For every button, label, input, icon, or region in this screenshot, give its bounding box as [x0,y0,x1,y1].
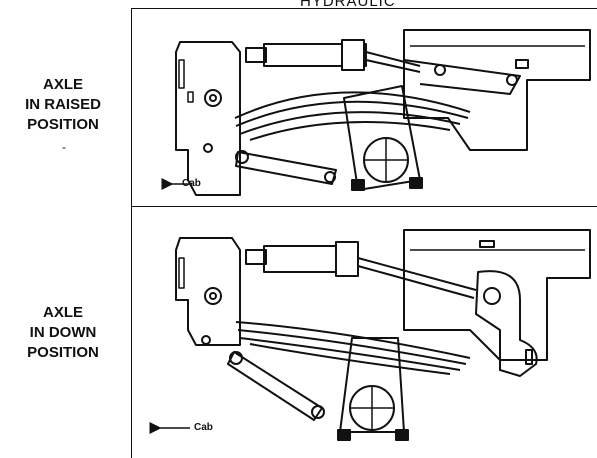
down-position-label: AXLE IN DOWN POSITION [4,303,122,363]
raised-label-line-3: POSITION [27,116,99,133]
diagram-header: HYDRAULIC [300,0,396,10]
down-label-line-3: POSITION [27,344,99,361]
raised-cab-label: Cab [182,178,201,189]
raised-leaf-spring [234,91,471,119]
raised-hydraulic-cylinder [263,43,367,67]
raised-torque-arm [235,151,337,185]
raised-hanger-bracket [175,41,241,196]
panel-divider [132,206,597,207]
diagram-frame [131,8,597,458]
down-torque-arm [227,351,323,421]
down-swing-arm [475,270,538,377]
down-label-line-2: IN DOWN [29,324,97,341]
raised-suspension-illustration [175,29,591,196]
down-suspension-illustration [175,229,591,441]
down-hanger-bracket [175,237,241,346]
down-leaf-spring [235,321,471,359]
raised-frame-rail [403,29,591,151]
raised-note-mark: - [62,140,66,154]
down-label-line-1: AXLE [42,304,83,321]
down-cab-label: Cab [194,422,213,433]
raised-position-label: AXLE IN RAISED POSITION [4,75,122,135]
raised-label-line-1: AXLE [42,76,83,93]
raised-label-line-2: IN RAISED [25,96,101,113]
down-frame-rail [403,229,591,361]
